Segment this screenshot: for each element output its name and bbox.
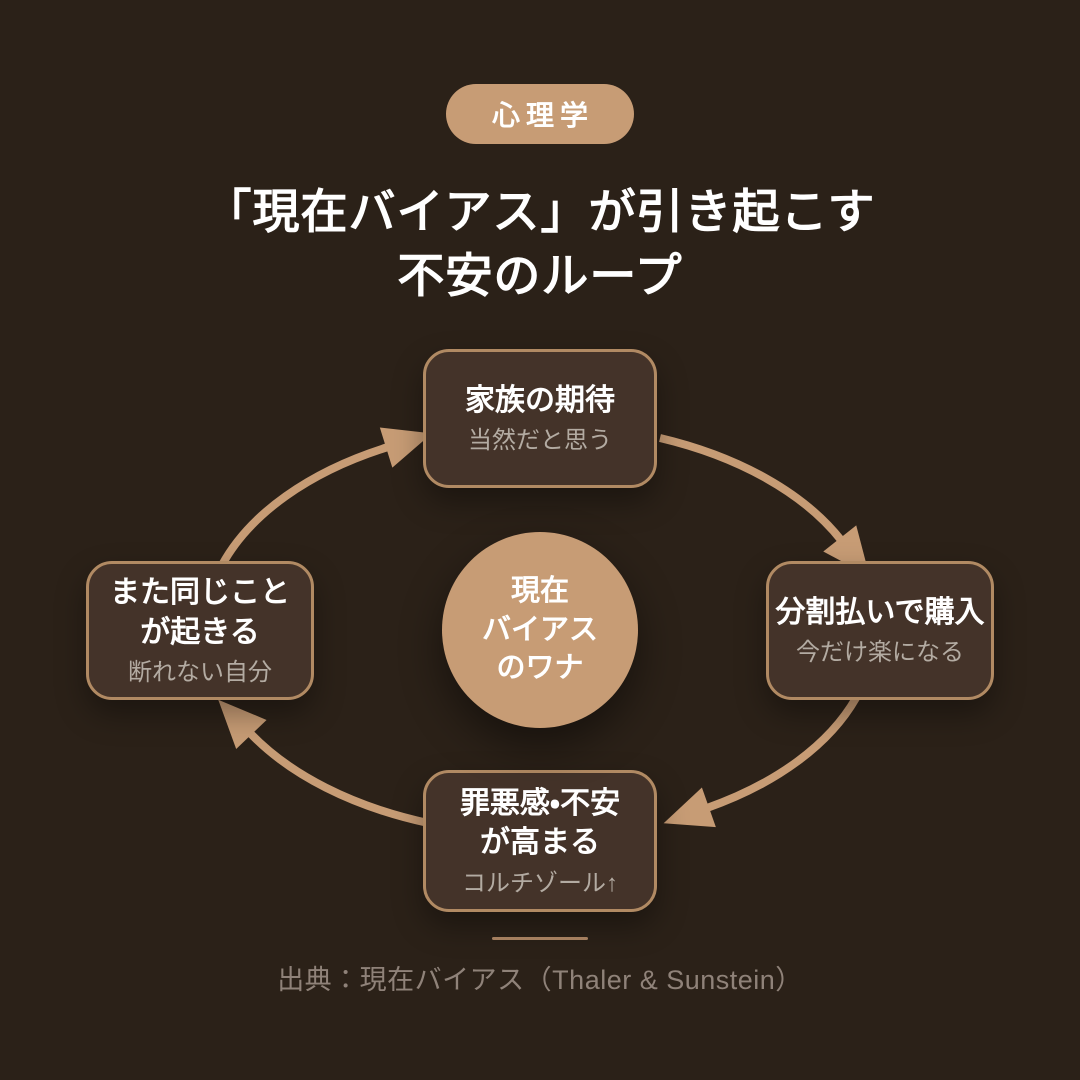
arrow-left-to-top-icon	[218, 427, 432, 567]
node-title: また同じこと が起きる	[110, 576, 290, 649]
node-title: 罪悪感・不安 が高まる	[459, 786, 621, 860]
footer-divider	[492, 937, 588, 940]
category-badge-label: 心理学	[491, 100, 595, 131]
node-guilt-anxiety-rises: 罪悪感・不安 が高まる コルチゾール↑	[423, 770, 657, 912]
arrow-right-to-bottom-icon	[663, 696, 860, 828]
node-subtitle: 今だけ楽になる	[796, 639, 964, 667]
node-subtitle: 当然だと思う	[468, 427, 612, 455]
cycle-hub-present-bias-trap: 現在 バイアス のワナ	[442, 532, 638, 728]
page-title-line1: 「現在バイアス」が引き起こす	[204, 185, 876, 238]
node-subtitle: 断れない自分	[128, 659, 272, 687]
node-installment-purchase: 分割払いで購入 今だけ楽になる	[766, 561, 994, 700]
arrow-top-to-right-icon	[659, 434, 870, 577]
node-title: 家族の期待	[465, 383, 615, 417]
node-same-thing-happens-again: また同じこと が起きる 断れない自分	[86, 561, 314, 700]
page-title-line2: 不安のループ	[397, 248, 683, 302]
arrow-bottom-to-left-icon	[218, 699, 429, 827]
node-title: 分割払いで購入	[775, 595, 985, 629]
category-badge: 心理学	[445, 84, 635, 144]
source-citation: 出典：現在バイアス（Thaler & Sunstein）	[277, 965, 803, 995]
node-subtitle: コルチゾール↑	[462, 869, 618, 897]
node-family-expectations: 家族の期待 当然だと思う	[423, 349, 657, 488]
page-title: 「現在バイアス」が引き起こす 不安のループ	[0, 180, 1080, 308]
